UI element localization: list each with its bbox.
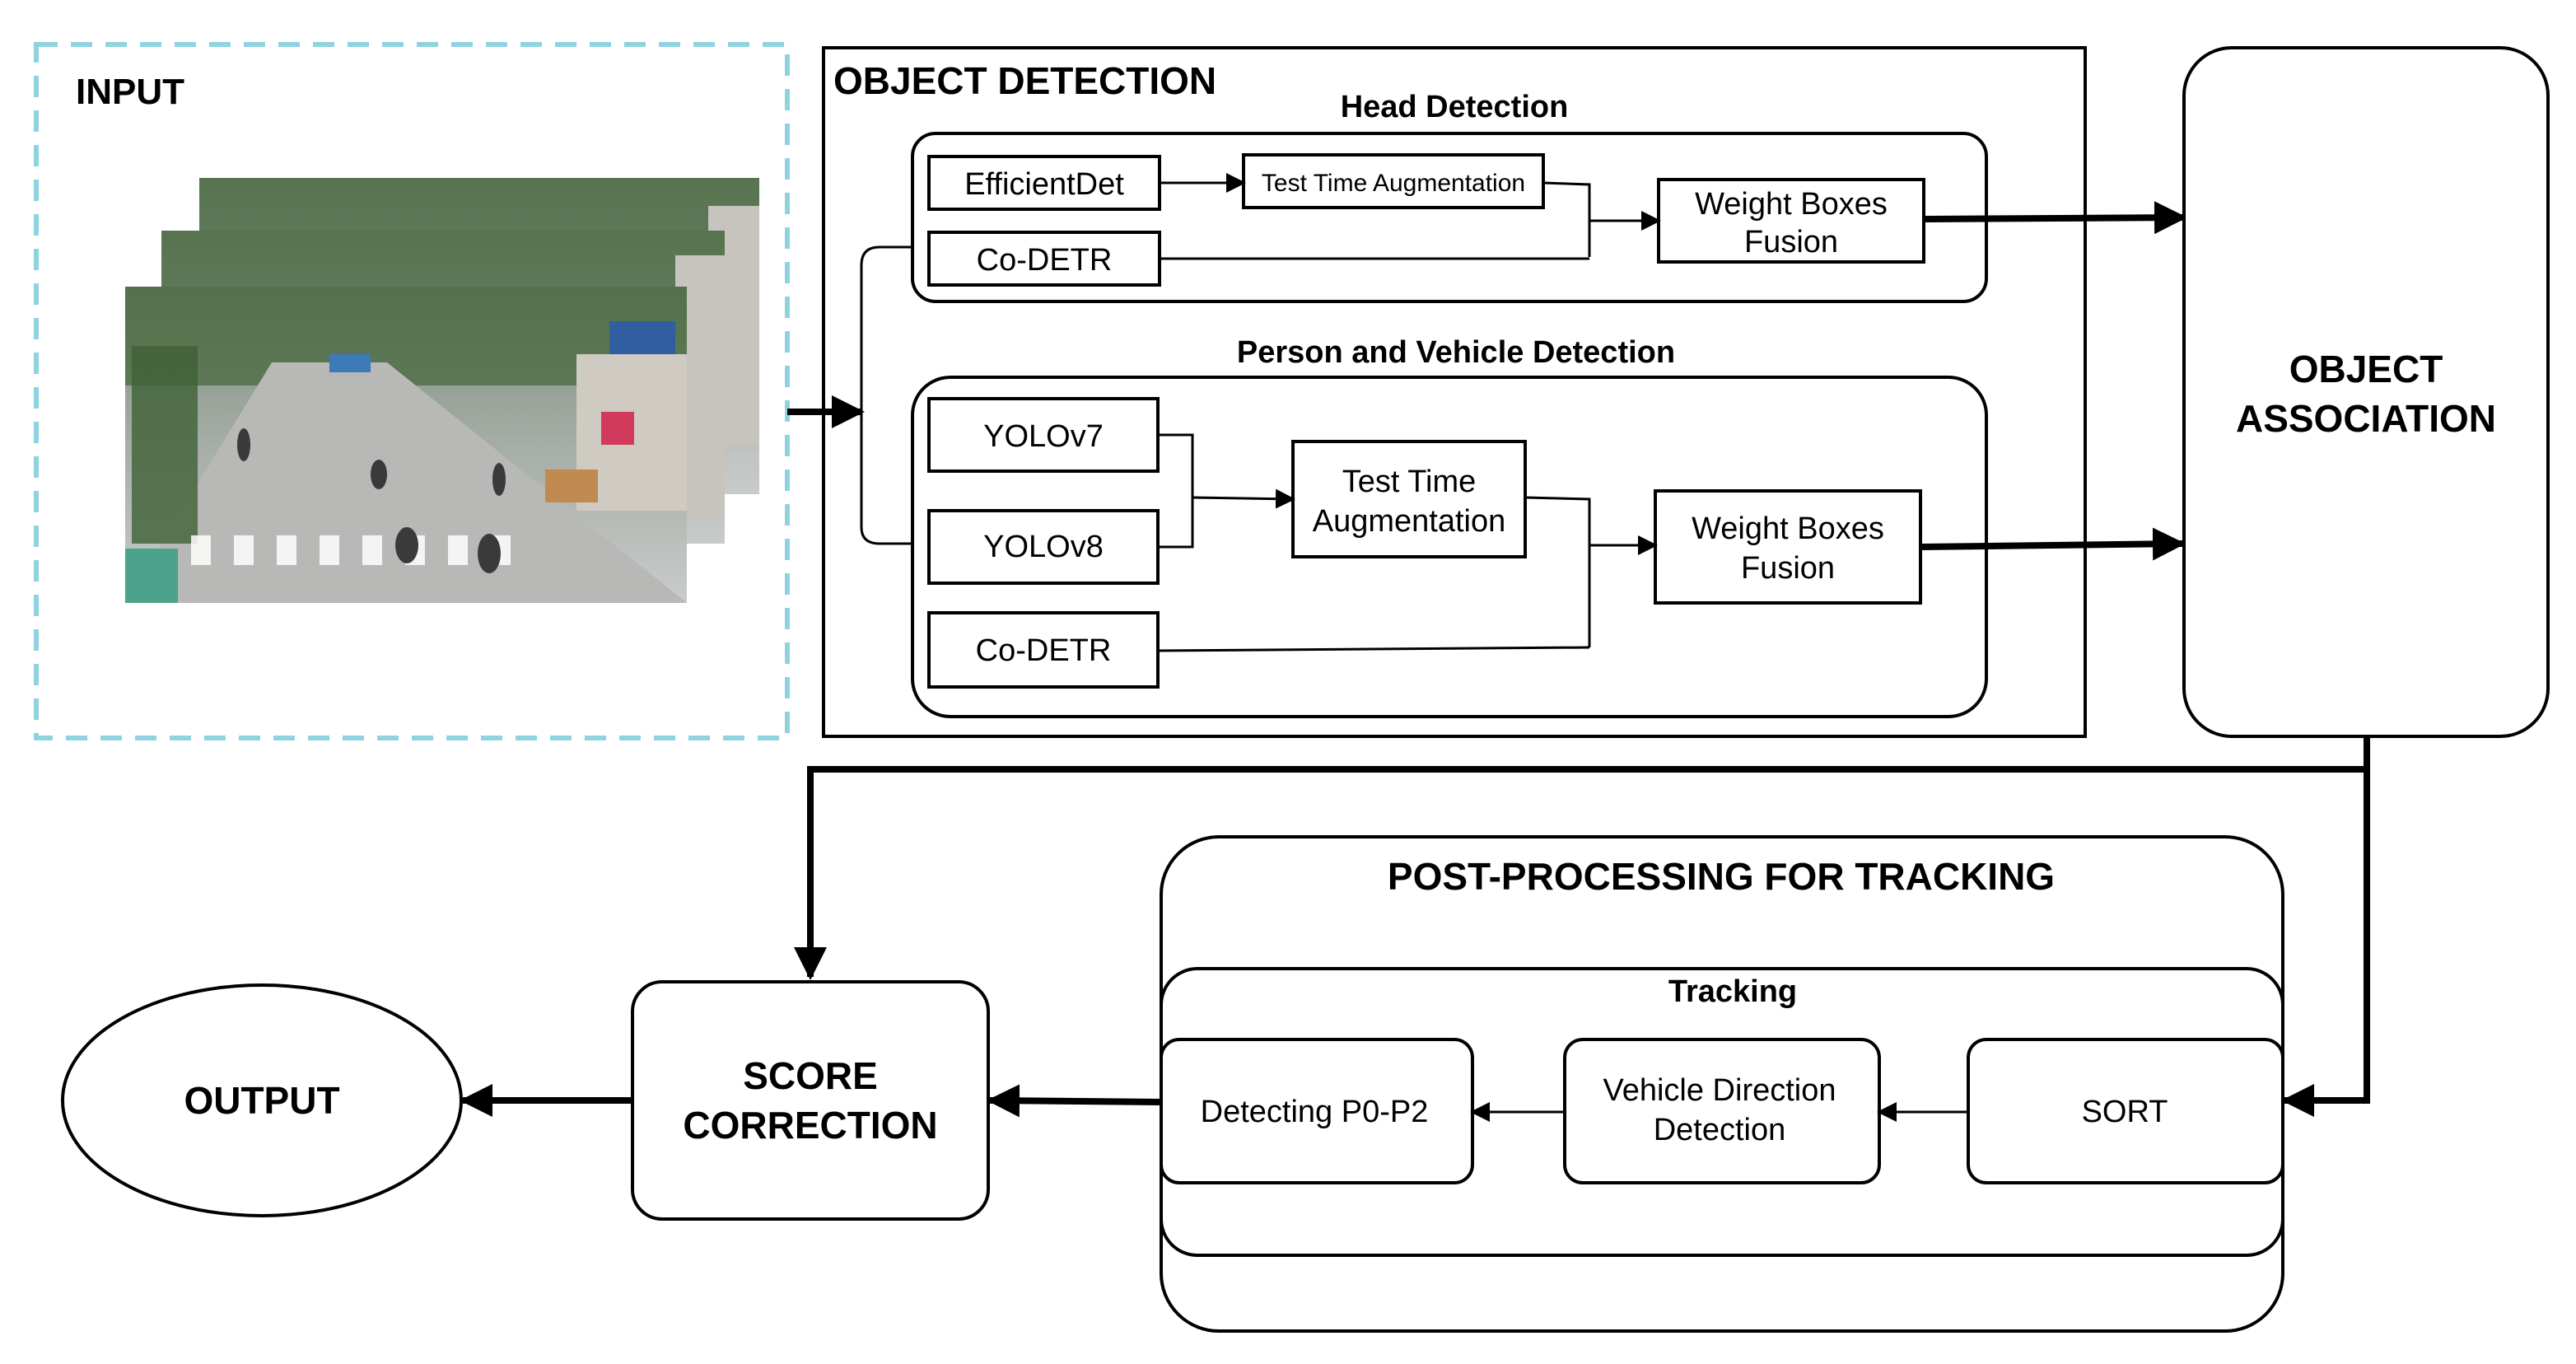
output-panel: OUTPUT — [61, 983, 463, 1217]
person-tta-label-line2: Augmentation — [1313, 504, 1506, 539]
line-tta-merge — [1542, 181, 1591, 257]
person-tta-label-line1: Test Time — [1342, 465, 1477, 499]
head-codetr-box — [927, 231, 1161, 287]
person-vehicle-detection-group: Person and Vehicle Detection YOLOv7 YOLO… — [911, 335, 1988, 718]
object-detection-border — [822, 46, 2087, 738]
input-border — [34, 42, 790, 740]
input-panel: INPUT — [34, 42, 790, 740]
tracking-title: Tracking — [1668, 974, 1797, 1009]
post-processing-panel: POST-PROCESSING FOR TRACKING Tracking De… — [1160, 835, 2284, 1333]
arrow-association-to-sort — [2281, 769, 2370, 1117]
yolov8-label: YOLOv8 — [983, 530, 1104, 564]
person-vehicle-title: Person and Vehicle Detection — [1237, 335, 1675, 370]
line-person-codetr-merge — [1157, 646, 1590, 652]
yolov7-box — [927, 397, 1160, 473]
object-association-box — [2182, 46, 2550, 738]
person-tta-box — [1291, 440, 1527, 558]
arrow-yolo-to-tta — [1192, 488, 1295, 509]
head-efficientdet-label: EfficientDet — [964, 167, 1124, 202]
person-wbf-label-line2: Fusion — [1741, 551, 1835, 586]
object-association-label-line2: ASSOCIATION — [2236, 397, 2496, 440]
split-line-head — [860, 245, 911, 412]
object-association-label-line1: OBJECT — [2289, 348, 2443, 390]
split-line-person — [860, 412, 912, 545]
sort-label: SORT — [2082, 1095, 2168, 1129]
video-frames — [125, 178, 759, 603]
score-correction-label-line2: CORRECTION — [683, 1104, 937, 1147]
video-frame-front — [125, 287, 687, 603]
post-processing-title: POST-PROCESSING FOR TRACKING — [1388, 855, 2055, 898]
score-correction-panel: SCORE CORRECTION — [631, 980, 990, 1221]
detecting-p0-p2-label: Detecting P0-P2 — [1201, 1095, 1429, 1129]
head-detection-title: Head Detection — [1341, 90, 1569, 124]
score-correction-label-line1: SCORE — [743, 1054, 878, 1097]
score-correction-box — [631, 980, 990, 1221]
head-efficientdet-box — [927, 155, 1161, 211]
arrow-tracking-to-score — [987, 1084, 1162, 1118]
vehicle-direction-box — [1563, 1038, 1881, 1184]
person-codetr-box — [927, 611, 1160, 689]
output-label: OUTPUT — [184, 1079, 339, 1122]
head-wbf-label-line2: Fusion — [1744, 225, 1838, 259]
vehicle-direction-label-line2: Detection — [1654, 1113, 1786, 1147]
output-ellipse — [61, 983, 463, 1217]
head-codetr-label: Co-DETR — [977, 243, 1113, 278]
object-association-panel: OBJECT ASSOCIATION — [2182, 46, 2550, 738]
head-wbf-label-line1: Weight Boxes — [1695, 187, 1888, 222]
vehicle-direction-label-line1: Vehicle Direction — [1603, 1073, 1836, 1108]
line-yolo-merge — [1158, 433, 1194, 549]
arrow-association-to-score — [794, 736, 2370, 980]
head-detection-group: Head Detection EfficientDet Test Time Au… — [911, 90, 1988, 303]
object-detection-title: OBJECT DETECTION — [833, 59, 1216, 102]
head-tta-label: Test Time Augmentation — [1262, 170, 1525, 197]
yolov8-box — [927, 509, 1160, 585]
person-wbf-box — [1654, 489, 1922, 605]
arrow-person-wbf-to-association — [1920, 527, 2186, 561]
yolov7-label: YOLOv7 — [983, 419, 1104, 454]
line-tta-to-merge — [1524, 496, 1591, 647]
arrow-head-wbf-to-association — [1923, 201, 2187, 235]
person-wbf-label-line1: Weight Boxes — [1692, 512, 1884, 546]
person-codetr-label: Co-DETR — [976, 633, 1112, 668]
object-detection-panel: OBJECT DETECTION Head Detection Efficien… — [822, 46, 2087, 738]
input-title: INPUT — [76, 72, 184, 112]
